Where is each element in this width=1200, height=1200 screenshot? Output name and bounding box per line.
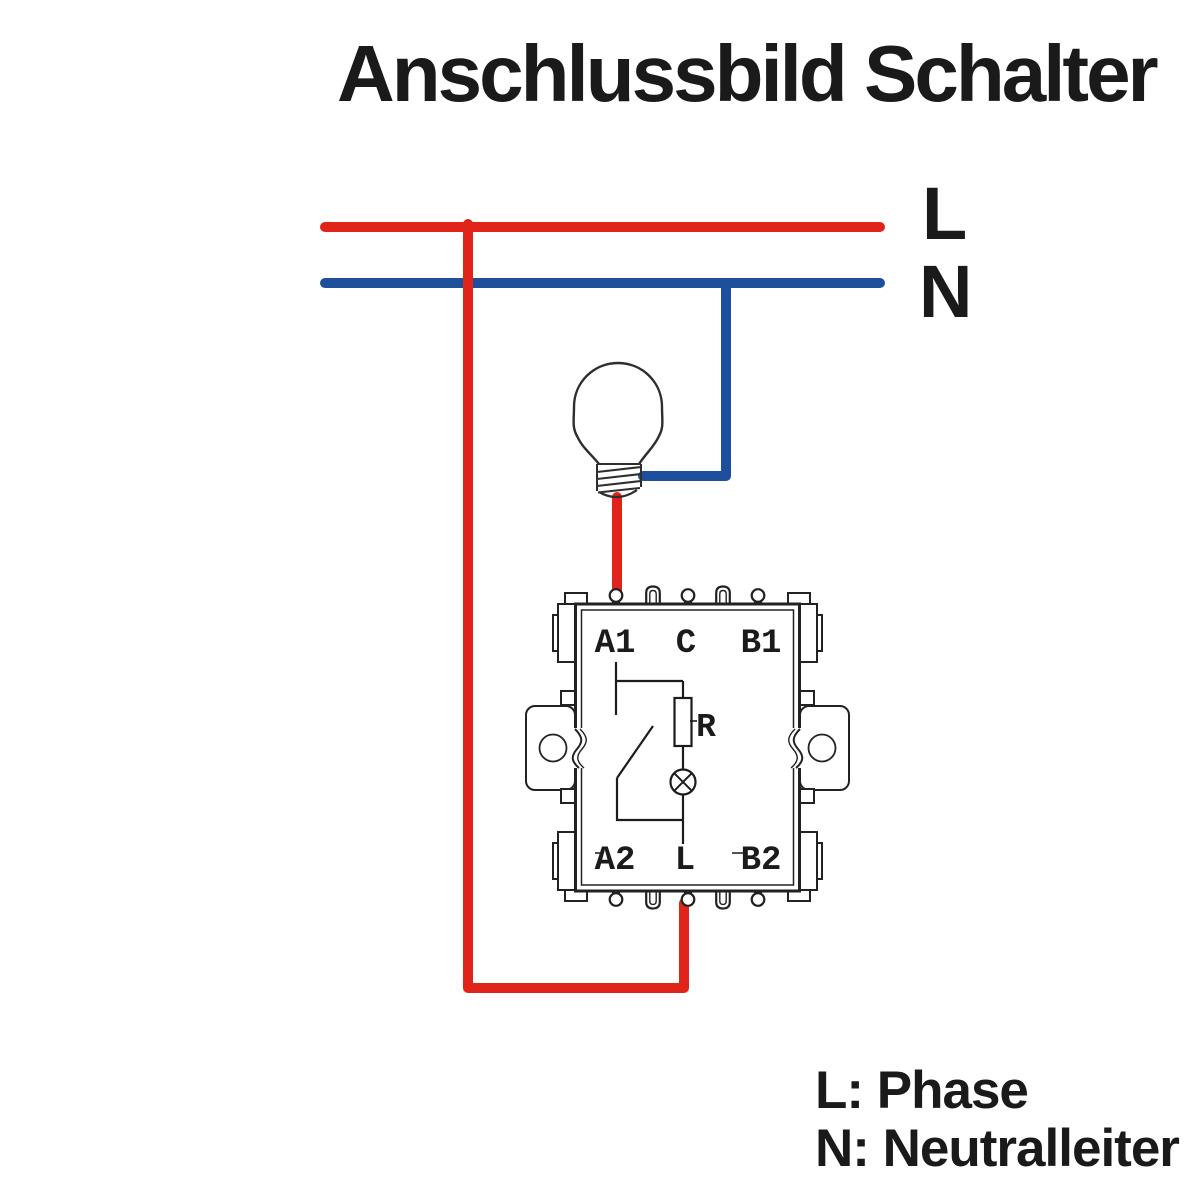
switch-box-frame-outer	[574, 602, 801, 893]
resistor-symbol	[673, 696, 693, 748]
phase-bus-label: L	[922, 172, 968, 255]
switch-box-corner-caps	[564, 592, 811, 902]
legend: L: Phase N: Neutralleiter	[815, 1061, 1180, 1178]
neutral-bus-label: N	[919, 250, 973, 333]
light-bulb-icon	[572, 361, 664, 499]
neutral-wire	[320, 278, 885, 481]
terminal-label-a1: A1	[595, 625, 636, 663]
internal-circuit	[595, 662, 747, 854]
terminal-label-b1: B1	[741, 625, 782, 663]
phase-wire	[320, 219, 885, 993]
legend-phase-line: L: Phase	[815, 1061, 1029, 1120]
mounting-hole-right	[807, 733, 837, 763]
resistor-label: R	[696, 709, 716, 746]
switch-box: A1 C B1 A2 L B2 R	[525, 585, 850, 910]
mounting-hole-left	[538, 733, 568, 763]
switch-box-right-hardware	[799, 603, 850, 891]
terminal-label-a2: A2	[595, 842, 636, 880]
switch-box-spring-joints	[571, 728, 804, 769]
terminal-label-l: L	[675, 842, 695, 880]
lamp-symbol	[669, 768, 697, 796]
bulb-glass	[572, 361, 664, 465]
bulb-tip	[598, 489, 638, 499]
bulb-screw-threads	[596, 463, 642, 494]
terminal-label-b2: B2	[741, 842, 782, 880]
switch-box-left-hardware	[525, 603, 576, 891]
switch-contact	[614, 662, 683, 822]
terminal-label-c: C	[676, 625, 696, 663]
legend-neutral-line: N: Neutralleiter	[815, 1119, 1180, 1178]
neutral-branch-wire	[638, 281, 731, 481]
phase-branch-wire	[463, 219, 689, 993]
page-title: Anschlussbild Schalter	[337, 29, 1159, 118]
